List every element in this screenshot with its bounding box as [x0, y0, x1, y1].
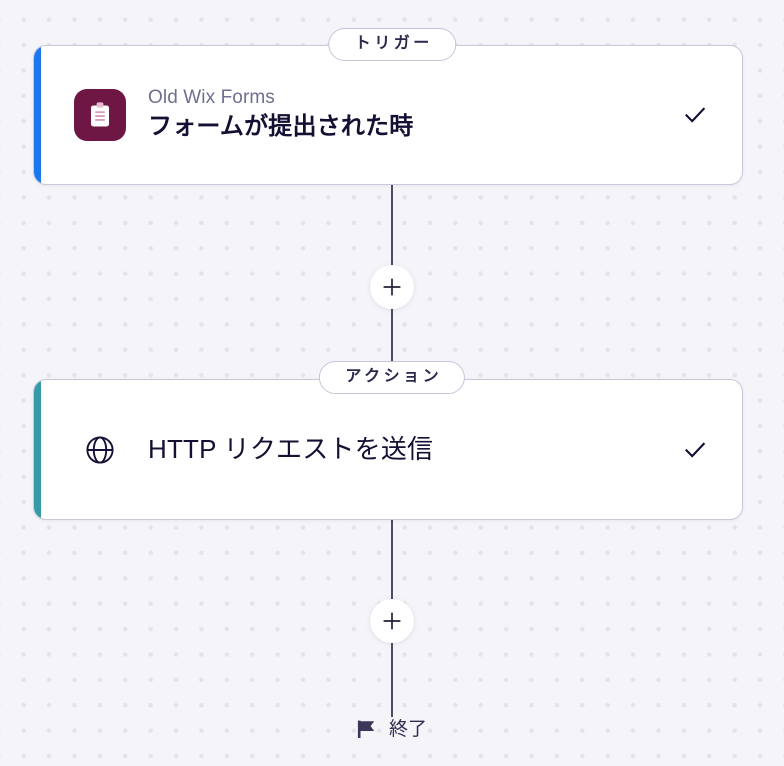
check-icon [679, 434, 711, 466]
workflow-node-trigger[interactable]: Old Wix Forms フォームが提出された時 [33, 45, 743, 185]
plus-icon [383, 612, 401, 630]
add-step-button-1[interactable] [370, 265, 414, 309]
clipboard-form-icon [74, 89, 126, 141]
node-accent-bar-action [34, 380, 41, 519]
node-body-trigger: Old Wix Forms フォームが提出された時 [41, 46, 742, 184]
workflow-end-label: 終了 [388, 718, 428, 740]
add-step-button-2[interactable] [370, 599, 414, 643]
node-text-action: HTTP リクエストを送信 [148, 432, 657, 467]
workflow-node-action[interactable]: HTTP リクエストを送信 [33, 379, 743, 520]
node-accent-bar-trigger [34, 46, 41, 184]
stage-badge-action: アクション [318, 361, 466, 394]
node-title-trigger: フォームが提出された時 [148, 113, 414, 141]
check-icon [679, 99, 711, 131]
flag-icon [357, 719, 376, 739]
plus-icon [383, 278, 401, 296]
node-body-action: HTTP リクエストを送信 [41, 380, 742, 519]
node-text-trigger: Old Wix Forms フォームが提出された時 [148, 86, 657, 143]
globe-icon [74, 424, 126, 476]
node-app-name-trigger: Old Wix Forms [148, 87, 275, 109]
node-title-action: HTTP リクエストを送信 [148, 433, 434, 464]
stage-badge-trigger: トリガー [328, 28, 456, 61]
workflow-end-marker: 終了 [357, 719, 427, 739]
